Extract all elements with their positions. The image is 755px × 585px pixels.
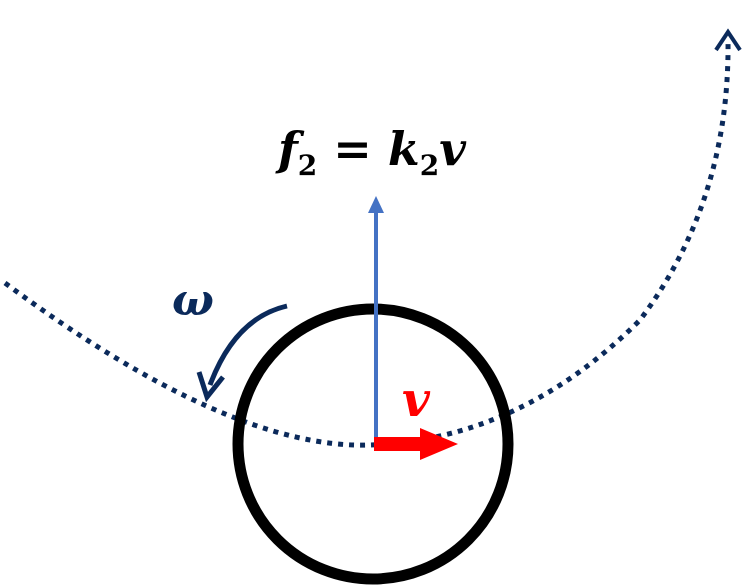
coefficient-subscript: 2 [420,149,439,182]
coefficient-symbol: k [388,122,420,176]
trajectory-path [3,39,731,448]
trajectory-arrowhead [714,28,742,52]
omega-label: ω [172,275,214,326]
rotation-arrowhead [196,371,225,403]
wheel-circle [232,303,514,585]
equals-sign: = [333,122,372,176]
velocity-arrow-shaft [374,437,426,451]
formula-velocity-symbol: v [439,122,467,176]
force-arrowhead [368,196,384,213]
velocity-arrowhead [420,428,458,460]
velocity-label: v [402,372,431,428]
force-formula: f2=k2v [275,122,467,182]
rotation-arrow [207,303,288,386]
force-subscript: 2 [298,149,317,182]
